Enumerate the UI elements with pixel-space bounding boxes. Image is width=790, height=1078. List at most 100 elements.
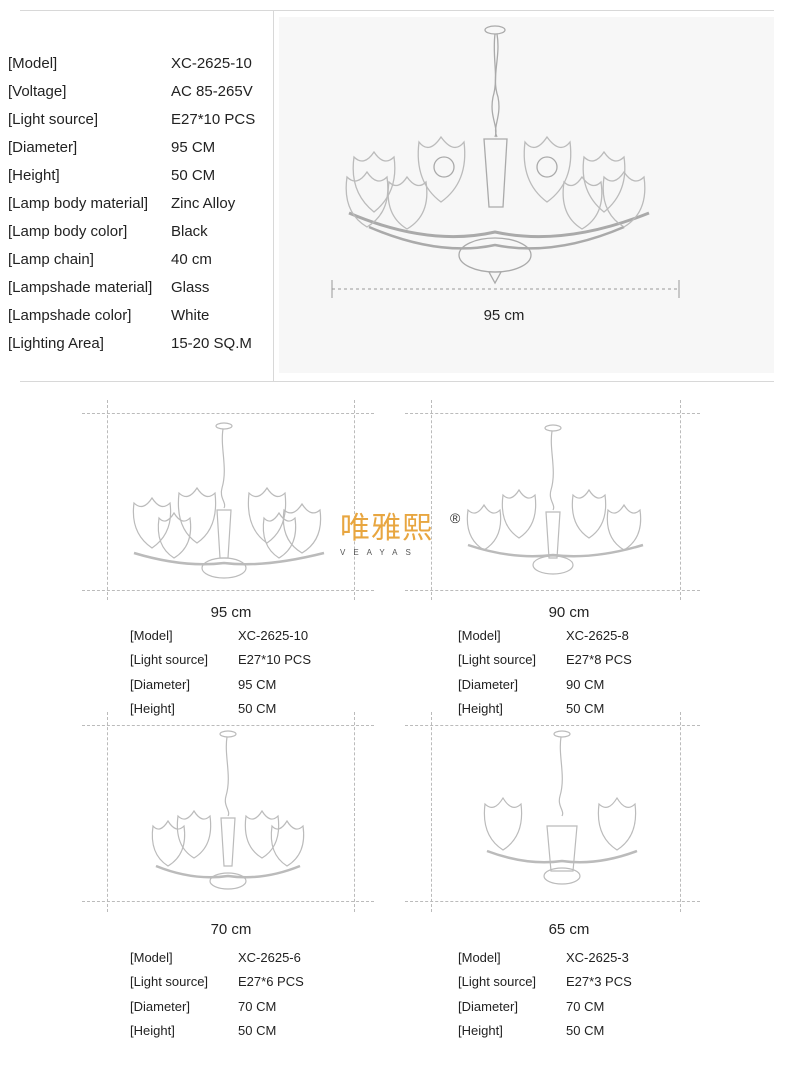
spec-value: XC-2625-6 bbox=[238, 950, 301, 965]
spec-key: [Lamp body color] bbox=[8, 223, 128, 240]
spec-value: E27*8 PCS bbox=[566, 652, 632, 667]
spec-column-divider bbox=[273, 10, 274, 382]
spec-value: XC-2625-8 bbox=[566, 628, 629, 643]
grid-guide bbox=[354, 400, 355, 600]
spec-key: [Light source] bbox=[458, 974, 537, 989]
section-divider bbox=[20, 381, 774, 382]
spec-row: [Model] XC-2625-3 bbox=[458, 950, 629, 966]
spec-key: [Lampshade color] bbox=[8, 307, 132, 324]
spec-value: E27*10 PCS bbox=[238, 652, 311, 667]
spec-key: [Model] bbox=[458, 628, 501, 643]
grid-guide bbox=[431, 712, 432, 912]
spec-row: [Lampshade color] White bbox=[8, 306, 209, 326]
spec-value: 90 CM bbox=[566, 677, 605, 692]
spec-value: Black bbox=[171, 223, 208, 240]
spec-row: [Lamp body color] Black bbox=[8, 222, 208, 242]
variant-dimension-label: 70 cm bbox=[210, 921, 252, 938]
brand-logo-english: VEAYAS bbox=[340, 548, 419, 557]
spec-key: [Lamp body material] bbox=[8, 195, 149, 212]
spec-value: XC-2625-10 bbox=[238, 628, 309, 643]
chandelier-image bbox=[331, 25, 680, 298]
spec-value: 70 CM bbox=[238, 999, 277, 1014]
grid-guide bbox=[82, 590, 374, 591]
spec-key: [Diameter] bbox=[130, 677, 190, 692]
grid-guide bbox=[405, 590, 700, 591]
spec-row: [Model] XC-2625-8 bbox=[458, 628, 629, 644]
top-divider bbox=[20, 10, 774, 11]
spec-row: [Light source] E27*8 PCS bbox=[458, 652, 632, 668]
spec-value: XC-2625-3 bbox=[566, 950, 629, 965]
spec-row: [Light source] E27*6 PCS bbox=[130, 974, 304, 990]
spec-row: [Lamp chain]40 cm bbox=[8, 250, 212, 270]
spec-row: [Diameter] 95 CM bbox=[8, 138, 215, 158]
spec-key: [Light source] bbox=[130, 652, 209, 667]
variant-dimension-label: 95 cm bbox=[210, 604, 252, 621]
spec-row: [Height] 50 CM bbox=[458, 1023, 604, 1039]
spec-row: [Lighting Area]15-20 SQ.M bbox=[8, 334, 252, 354]
spec-key: [Lighting Area] bbox=[8, 335, 104, 352]
spec-row: [Model]XC-2625-10 bbox=[8, 54, 252, 74]
spec-key: [Lampshade material] bbox=[8, 279, 153, 296]
spec-row: [Voltage]AC 85-265V bbox=[8, 82, 253, 102]
spec-key: [Model] bbox=[458, 950, 501, 965]
spec-key: [Light source] bbox=[8, 111, 99, 128]
spec-key: [Model] bbox=[8, 55, 58, 72]
spec-row: [Height] 50 CM bbox=[130, 701, 276, 717]
main-dimension-label: 95 cm bbox=[483, 307, 525, 324]
spec-row: [Diameter] 70 CM bbox=[130, 999, 276, 1015]
spec-value: 50 CM bbox=[238, 1023, 277, 1038]
spec-value: E27*6 PCS bbox=[238, 974, 304, 989]
spec-key: [Height] bbox=[458, 701, 503, 716]
grid-guide bbox=[680, 712, 681, 912]
spec-row: [Diameter] 70 CM bbox=[458, 999, 604, 1015]
spec-value: 50 CM bbox=[566, 701, 605, 716]
spec-key: [Diameter] bbox=[458, 677, 518, 692]
spec-key: [Diameter] bbox=[8, 139, 78, 156]
spec-row: [Height] 50 CM bbox=[130, 1023, 276, 1039]
spec-row: [Model] XC-2625-10 bbox=[130, 628, 308, 644]
spec-key: [Light source] bbox=[130, 974, 209, 989]
spec-row: [Light source] E27*10 PCS bbox=[130, 652, 311, 668]
spec-value: 70 CM bbox=[566, 999, 605, 1014]
brand-logo: 唯雅熙 ® VEAYAS bbox=[340, 510, 461, 557]
spec-key: [Height] bbox=[130, 1023, 175, 1038]
spec-key: [Lamp chain] bbox=[8, 251, 94, 268]
grid-guide bbox=[680, 400, 681, 600]
spec-key: [Diameter] bbox=[458, 999, 518, 1014]
spec-row: [Height] 50 CM bbox=[8, 166, 215, 186]
grid-guide bbox=[405, 413, 700, 414]
spec-key: [Model] bbox=[130, 950, 173, 965]
registered-mark: ® bbox=[450, 510, 461, 526]
spec-row: [Light source] E27*3 PCS bbox=[458, 974, 632, 990]
spec-key: [Diameter] bbox=[130, 999, 190, 1014]
spec-row: [Diameter] 95 CM bbox=[130, 677, 276, 693]
grid-guide bbox=[405, 725, 700, 726]
spec-value: E27*3 PCS bbox=[566, 974, 632, 989]
grid-guide bbox=[107, 712, 108, 912]
spec-row: [Height] 50 CM bbox=[458, 701, 604, 717]
spec-value: 95 CM bbox=[171, 139, 216, 156]
spec-value: Zinc Alloy bbox=[171, 195, 236, 212]
spec-value: White bbox=[171, 307, 210, 324]
spec-value: 50 CM bbox=[171, 167, 216, 184]
spec-key: [Light source] bbox=[458, 652, 537, 667]
variant-image-3-lights bbox=[483, 730, 638, 885]
spec-value: AC 85-265V bbox=[171, 83, 253, 100]
spec-row: [Lamp body material] Zinc Alloy bbox=[8, 194, 235, 214]
spec-value: Glass bbox=[171, 279, 210, 296]
grid-guide bbox=[107, 400, 108, 600]
spec-key: [Height] bbox=[8, 167, 60, 184]
spec-value: 50 CM bbox=[238, 701, 277, 716]
variant-dimension-label: 65 cm bbox=[548, 921, 590, 938]
spec-key: [Height] bbox=[130, 701, 175, 716]
variant-image-6-lights bbox=[151, 730, 305, 890]
grid-guide bbox=[431, 400, 432, 600]
spec-key: [Model] bbox=[130, 628, 173, 643]
spec-key: [Height] bbox=[458, 1023, 503, 1038]
variant-image-10-lights bbox=[132, 422, 325, 579]
grid-guide bbox=[82, 413, 374, 414]
grid-guide bbox=[82, 725, 374, 726]
spec-value: 50 CM bbox=[566, 1023, 605, 1038]
spec-value: 95 CM bbox=[238, 677, 277, 692]
grid-guide bbox=[82, 901, 374, 902]
